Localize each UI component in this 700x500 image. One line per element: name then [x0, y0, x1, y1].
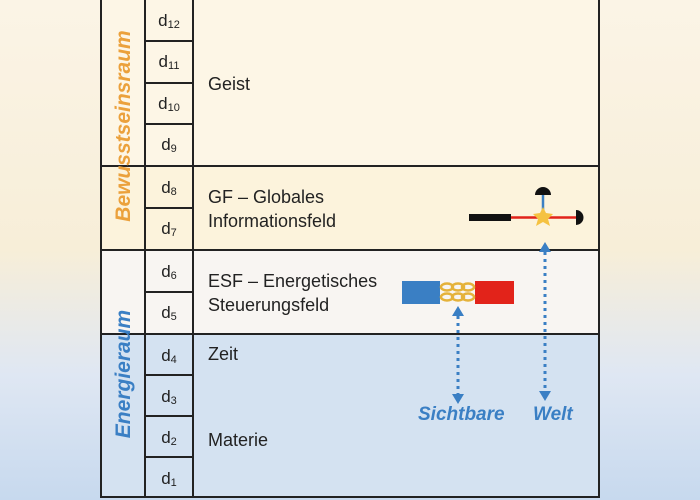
cell-separator — [144, 40, 194, 42]
cell-separator — [144, 415, 194, 417]
separator-esf-matter — [102, 333, 598, 335]
esf-symbol — [402, 281, 514, 304]
dimension-index: 10 — [167, 101, 180, 114]
dimension-index: 3 — [170, 394, 177, 407]
dimension-index: 9 — [170, 142, 177, 155]
dimension-letter: d — [161, 302, 171, 322]
gf-right-cap — [576, 210, 584, 225]
label-materie: Materie — [208, 430, 269, 450]
label-esf-line2: Steuerungsfeld — [208, 295, 330, 315]
caption-welt: Welt — [533, 404, 573, 425]
cell-separator — [144, 374, 194, 376]
dimension-letter: d — [161, 218, 171, 238]
cell-separator — [144, 82, 194, 84]
separator-geist-gf — [102, 165, 598, 167]
dimension-letter: d — [161, 386, 171, 406]
dimension-index: 8 — [170, 185, 177, 198]
cell-separator — [144, 456, 194, 458]
label-gf-line2: Informationsfeld — [208, 211, 337, 231]
gf-black-bar — [469, 214, 511, 221]
esf-red-block — [475, 281, 514, 304]
cell-separator — [144, 291, 194, 293]
column-divider-right — [192, 0, 194, 496]
label-gf-line1: GF – Globales — [208, 187, 325, 207]
label-esf-line1: ESF – Energetisches — [208, 271, 378, 291]
arrow-esf-to-world — [452, 306, 464, 404]
dimension-index: 7 — [170, 226, 177, 239]
dimension-index: 11 — [168, 59, 180, 72]
separator-gf-esf — [102, 249, 598, 251]
chain-icon — [439, 282, 476, 302]
cell-separator — [144, 207, 194, 209]
dimension-index: 2 — [170, 435, 177, 448]
dimension-letter: d — [158, 10, 168, 30]
label-geist: Geist — [208, 74, 251, 94]
dimension-index: 1 — [170, 476, 177, 489]
dimension-index: 12 — [167, 18, 180, 31]
esf-blue-block — [402, 281, 440, 304]
dimension-letter: d — [161, 134, 171, 154]
dimension-letter: d — [158, 93, 168, 113]
dimension-index: 4 — [170, 353, 177, 366]
column-divider-left — [144, 0, 146, 496]
dimension-index: 6 — [170, 269, 177, 282]
dimension-letter: d — [161, 427, 171, 447]
caption-sichtbare: Sichtbare — [418, 404, 505, 425]
star-icon — [533, 207, 553, 226]
gf-symbol — [469, 187, 584, 226]
label-zeit: Zeit — [208, 344, 239, 364]
arrow-gf-to-world — [539, 242, 551, 401]
gf-top-cap — [535, 187, 551, 195]
dimension-letter: d — [161, 177, 171, 197]
dimension-index: 5 — [170, 310, 177, 323]
dimension-letter: d — [161, 345, 171, 365]
dimension-letter: d — [161, 261, 171, 281]
dimension-letter: d — [161, 468, 171, 488]
dimension-letter: d — [158, 51, 169, 71]
cell-separator — [144, 123, 194, 125]
